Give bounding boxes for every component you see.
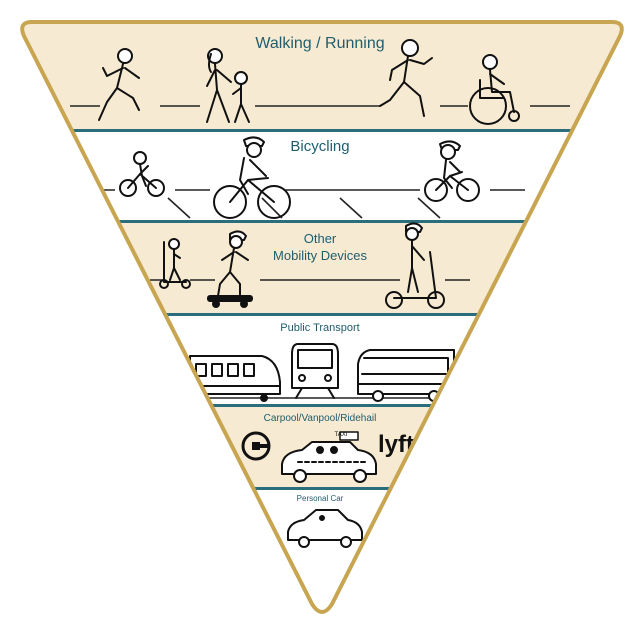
runner-icon bbox=[98, 48, 140, 121]
car-icon bbox=[287, 509, 363, 548]
taxi-sign-text: TAXI bbox=[335, 432, 348, 438]
divider-5 bbox=[22, 487, 622, 490]
mother-child-walking-icon bbox=[206, 48, 250, 123]
divider-4 bbox=[22, 404, 622, 407]
cyclist-icon bbox=[424, 140, 480, 202]
divider-1 bbox=[22, 129, 622, 132]
tram-front-icon bbox=[291, 343, 339, 399]
divider-2 bbox=[22, 220, 622, 223]
e-scooter-rider-icon bbox=[385, 222, 445, 309]
cyclist-icon bbox=[213, 136, 291, 219]
uber-logo-icon bbox=[241, 431, 271, 461]
tier-label-personal-car: Personal Car bbox=[297, 494, 344, 503]
jogger-icon bbox=[379, 39, 433, 117]
tier-label-other-line2: Mobility Devices bbox=[273, 248, 367, 263]
tier-label-other-line1: Other bbox=[304, 231, 337, 246]
tier-label-walking-running: Walking / Running bbox=[255, 35, 384, 52]
tier-label-carpool: Carpool/Vanpool/Ridehail bbox=[264, 413, 377, 424]
divider-3 bbox=[22, 313, 622, 316]
tier-1-background bbox=[22, 22, 622, 131]
skateboarder-icon bbox=[207, 230, 253, 308]
pyramid-outline bbox=[20, 20, 624, 614]
child-cyclist-icon bbox=[119, 151, 165, 197]
tier-2-background bbox=[22, 131, 622, 222]
tier-label-public-transport: Public Transport bbox=[280, 322, 359, 334]
kick-scooter-child-icon bbox=[159, 238, 191, 289]
bus-icon bbox=[357, 349, 455, 402]
taxi-icon bbox=[281, 431, 377, 483]
tier-label-bicycling: Bicycling bbox=[290, 138, 349, 155]
wheelchair-user-icon bbox=[469, 54, 520, 125]
